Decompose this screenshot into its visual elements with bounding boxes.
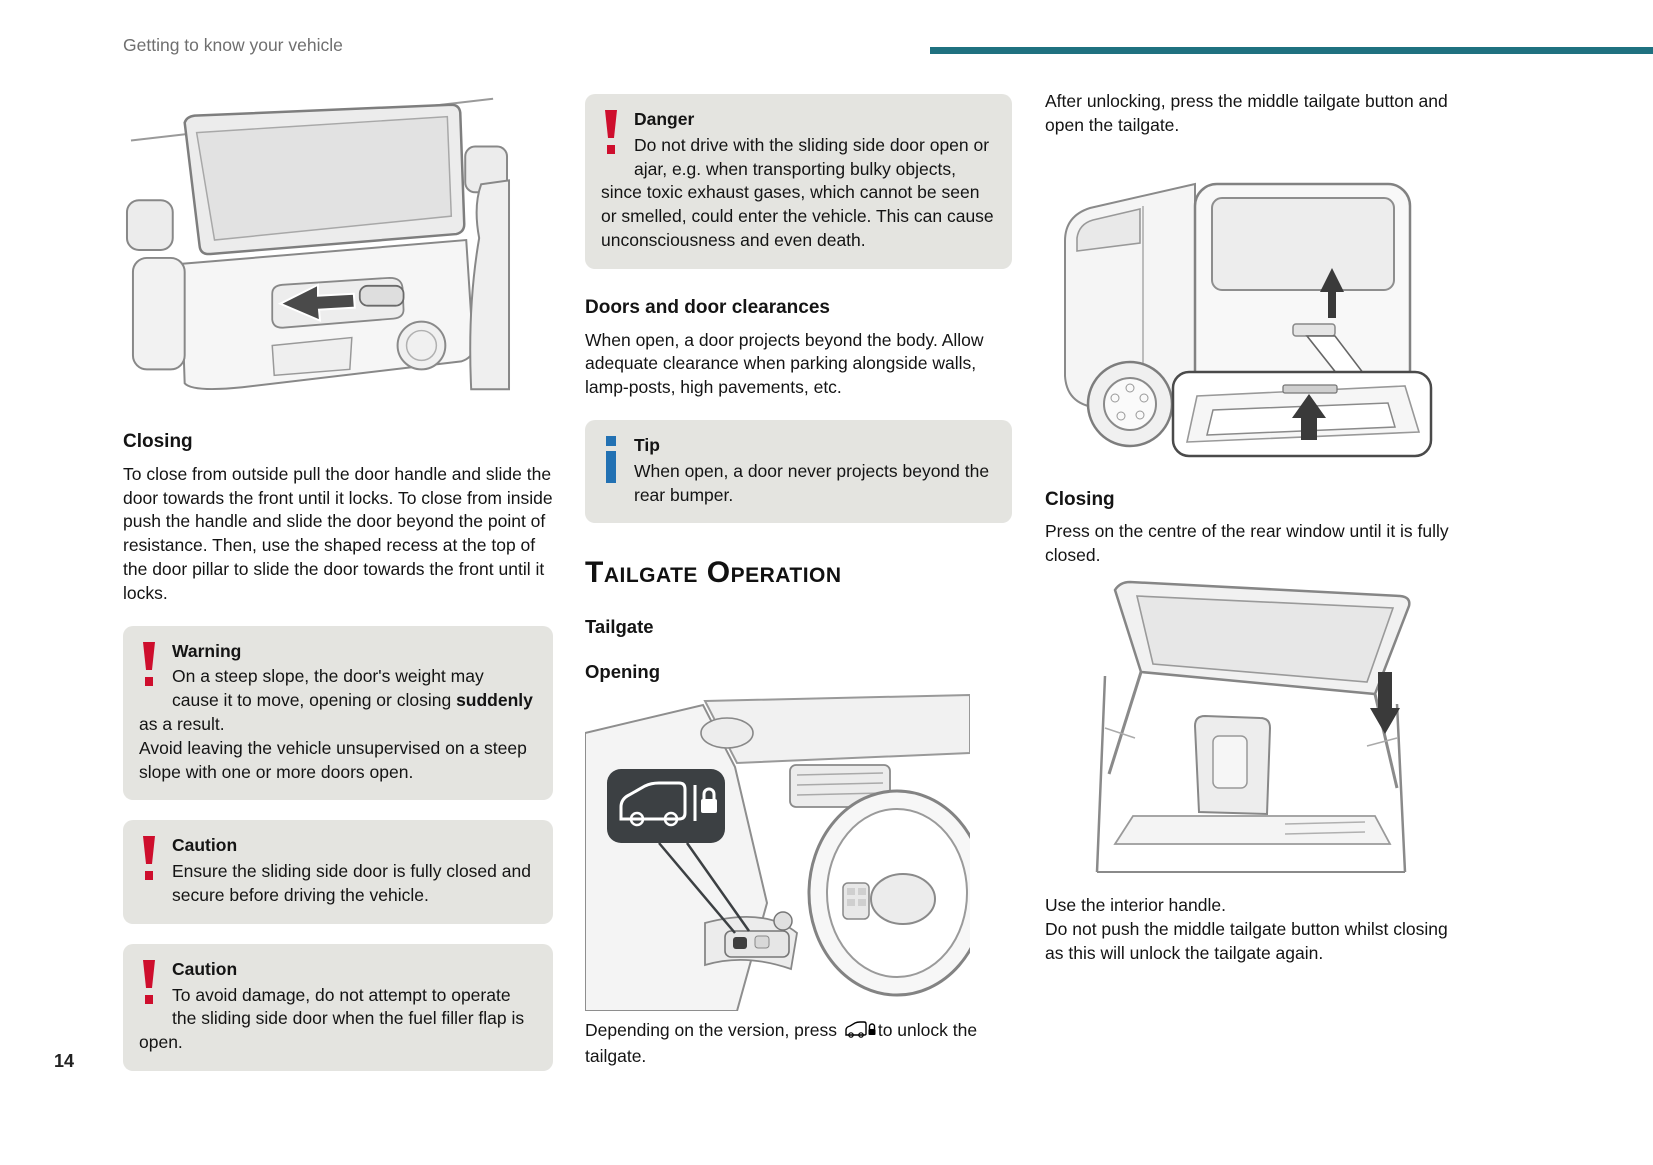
tailgate-subheading: Tailgate	[585, 616, 654, 638]
doors-clearances-body: When open, a door projects beyond the bo…	[585, 329, 984, 398]
accent-bar	[930, 47, 1653, 54]
caution-exclamation-icon	[139, 959, 159, 1007]
figure-driver-door-unlock-button	[585, 691, 970, 1011]
caution-box-2: Caution To avoid damage, do not attempt …	[123, 943, 553, 1071]
unlock-paragraph: Depending on the version, press to unloc…	[585, 1019, 1012, 1070]
interior-handle-line-2: Do not push the middle tailgate button w…	[1045, 918, 1448, 963]
after-unlocking-paragraph: After unlocking, press the middle tailga…	[1045, 91, 1448, 135]
open-tailgate-illustration	[1095, 580, 1411, 874]
caution-exclamation-icon	[139, 836, 159, 883]
warning-box: Warning On a steep slope, the door's wei…	[123, 625, 553, 801]
figure-rear-tailgate-button	[1045, 146, 1440, 461]
caution-2-title: Caution	[172, 958, 238, 979]
tip-info-icon	[601, 436, 621, 483]
danger-title: Danger	[634, 109, 695, 129]
figure-open-tailgate-interior	[1045, 576, 1440, 886]
closing-tailgate-heading: Closing	[1045, 488, 1115, 510]
tip-box: Tip When open, a door never projects bey…	[585, 420, 1012, 524]
danger-body: Do not drive with the sliding side door …	[601, 134, 994, 250]
unlock-text-2: to unlock the tailgate.	[585, 1019, 978, 1067]
opening-subheading: Opening	[585, 661, 661, 683]
sliding-door-interior-illustration	[125, 97, 511, 391]
tailgate-operation-heading: Tailgate Operation	[585, 556, 842, 590]
danger-exclamation-icon	[601, 110, 621, 157]
figure-sliding-door-interior	[123, 88, 511, 403]
closing-heading: Closing	[123, 431, 193, 452]
warning-exclamation-icon	[139, 641, 159, 689]
doors-clearances-heading: Doors and door clearances	[585, 296, 830, 318]
tip-body: When open, a door never projects beyond …	[634, 460, 990, 505]
danger-box: Danger Do not drive with the sliding sid…	[585, 94, 1012, 269]
closing-body: To close from outside pull the door hand…	[123, 463, 553, 603]
warning-title: Warning	[172, 640, 242, 661]
warning-text-bold: suddenly	[456, 690, 533, 711]
caution-2-body: To avoid damage, do not attempt to opera…	[139, 984, 525, 1053]
tip-title: Tip	[634, 435, 660, 455]
page-number: 14	[54, 1051, 75, 1071]
caution-box-1: Caution Ensure the sliding side door is …	[123, 820, 553, 924]
interior-handle-line-1: Use the interior handle.	[1045, 895, 1226, 916]
warning-body: On a steep slope, the door's weight may …	[139, 665, 535, 784]
warning-text-3: Avoid leaving the vehicle unsupervised o…	[139, 737, 527, 782]
driver-door-illustration	[585, 693, 970, 1011]
running-header: Getting to know your vehicle	[123, 35, 343, 55]
caution-1-body: Ensure the sliding side door is fully cl…	[172, 861, 531, 905]
interior-handle-paragraph: Use the interior handle. Do not push the…	[1045, 894, 1468, 965]
unlock-text-1: Depending on the version, press	[585, 1019, 842, 1040]
unlock-tailgate-icon	[844, 1019, 876, 1046]
warning-text-2: as a result.	[139, 714, 225, 734]
column-right: After unlocking, press the middle tailga…	[1045, 90, 1468, 973]
unlock-tailgate-button-callout-icon	[607, 768, 725, 843]
column-left: Closing To close from outside pull the d…	[123, 88, 553, 1089]
column-middle: Danger Do not drive with the sliding sid…	[585, 94, 1012, 1077]
rear-van-illustration	[1064, 182, 1433, 457]
closing-tailgate-body: Press on the centre of the rear window u…	[1045, 521, 1449, 566]
warning-text-1: On a steep slope, the door's weight may …	[172, 666, 484, 711]
caution-1-title: Caution	[172, 835, 238, 856]
